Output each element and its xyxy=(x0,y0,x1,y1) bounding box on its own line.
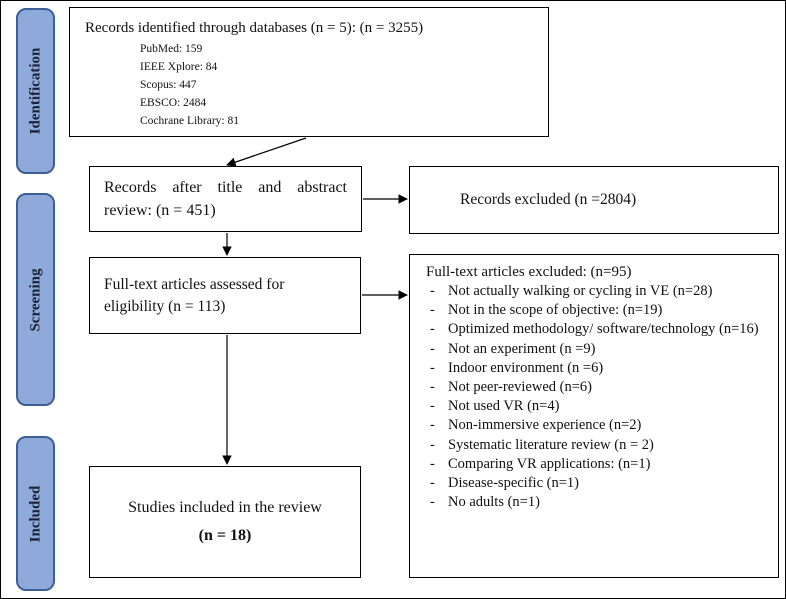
records-after-review-text: Records after title and abstract review:… xyxy=(104,179,347,219)
phase-identification-label: Identification xyxy=(27,47,43,135)
records-excluded-text: Records excluded (n =2804) xyxy=(460,191,637,208)
phase-screening: Screening xyxy=(16,193,55,406)
exclusion-reason: Not in the scope of objective: (n=19) xyxy=(410,301,770,320)
exclusion-reason: Not peer-reviewed (n=6) xyxy=(410,378,770,397)
database-source: Cochrane Library: 81 xyxy=(140,115,239,127)
exclusion-reason: Systematic literature review (n = 2) xyxy=(410,436,770,455)
exclusion-reason: Not an experiment (n =9) xyxy=(410,340,770,359)
fulltext-excluded-box: Full-text articles excluded: (n=95) Not … xyxy=(409,254,779,578)
phase-identification: Identification xyxy=(16,8,55,174)
database-source: PubMed: 159 xyxy=(140,43,203,55)
database-source: Scopus: 447 xyxy=(140,79,197,91)
exclusion-reason: Indoor environment (n =6) xyxy=(410,359,770,378)
exclusion-reason: Not actually walking or cycling in VE (n… xyxy=(410,282,770,301)
exclusion-reason: Comparing VR applications: (n=1) xyxy=(410,455,770,474)
studies-included-text: Studies included in the review xyxy=(128,499,322,516)
fulltext-assessed-box: Full-text articles assessed for eligibil… xyxy=(89,257,361,334)
records-after-review-box: Records after title and abstract review:… xyxy=(89,166,362,232)
exclusion-reason: Optimized methodology/ software/technolo… xyxy=(410,320,770,339)
exclusion-reason: Disease-specific (n=1) xyxy=(410,474,770,493)
records-identified-box: Records identified through databases (n … xyxy=(69,7,549,137)
studies-included-box: Studies included in the review (n = 18) xyxy=(89,466,361,578)
phase-screening-label: Screening xyxy=(27,267,43,332)
phase-included-label: Included xyxy=(27,485,43,542)
exclusion-reason: No adults (n=1) xyxy=(410,493,770,512)
database-source: EBSCO: 2484 xyxy=(140,97,207,109)
phase-included: Included xyxy=(16,436,55,591)
exclusion-reason: Non-immersive experience (n=2) xyxy=(410,416,770,435)
database-source: IEEE Xplore: 84 xyxy=(140,61,218,73)
arrow-identified-to-review xyxy=(226,137,307,167)
studies-included-count: (n = 18) xyxy=(198,527,252,544)
database-source-list: PubMed: 159 IEEE Xplore: 84 Scopus: 447 … xyxy=(70,40,548,130)
fulltext-excluded-title: Full-text articles excluded: (n=95) xyxy=(426,264,632,280)
records-excluded-box: Records excluded (n =2804) xyxy=(409,166,779,234)
fulltext-assessed-text: Full-text articles assessed for eligibil… xyxy=(104,275,285,315)
records-identified-title: Records identified through databases (n … xyxy=(85,20,424,36)
exclusion-reason: Not used VR (n=4) xyxy=(410,397,770,416)
exclusion-reason-list: Not actually walking or cycling in VE (n… xyxy=(410,282,778,513)
